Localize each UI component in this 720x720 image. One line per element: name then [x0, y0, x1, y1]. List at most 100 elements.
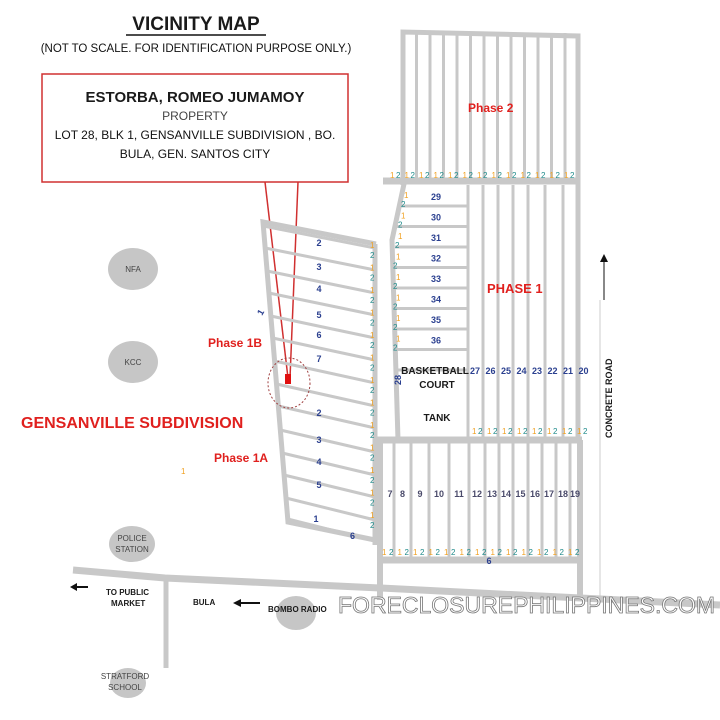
kcc-label: KCC — [125, 358, 142, 367]
marker-1: 1 — [370, 489, 375, 498]
lot-label: 10 — [434, 489, 444, 499]
lot-line — [263, 224, 376, 250]
lot-label: 33 — [431, 274, 441, 284]
bula-label: BULA — [193, 598, 215, 607]
marker-1: 1 — [370, 241, 375, 250]
marker-2: 2 — [467, 548, 472, 557]
marker-1: 1 — [448, 171, 453, 180]
marker-1: 1 — [405, 171, 410, 180]
marker-2: 2 — [575, 548, 580, 557]
lot-label: 9 — [417, 489, 422, 499]
marker-2: 2 — [370, 274, 375, 283]
lot-label: 8 — [400, 489, 405, 499]
marker-1: 1 — [564, 171, 569, 180]
map-title: VICINITY MAP — [132, 14, 260, 35]
marker-2: 2 — [370, 499, 375, 508]
marker-1: 1 — [553, 548, 558, 557]
phase1a-extra-lot: 6 — [350, 531, 355, 541]
marker-1: 1 — [532, 427, 537, 436]
marker-1: 1 — [396, 253, 401, 262]
marker-1: 1 — [522, 548, 527, 557]
court-label: COURT — [419, 380, 455, 391]
marker-1: 1 — [370, 286, 375, 295]
arrow-head-icon — [600, 254, 608, 262]
lot-label: 2 — [316, 408, 321, 418]
callout-pointer — [289, 181, 299, 379]
marker-1: 1 — [506, 171, 511, 180]
lot-label: 20 — [578, 366, 588, 376]
lot-label: 14 — [501, 489, 511, 499]
stratford-label: STRATFORD — [101, 672, 150, 681]
marker-2: 2 — [370, 454, 375, 463]
phase1-col-lines — [481, 185, 565, 440]
marker-1: 1 — [577, 427, 582, 436]
lot-label: 3 — [316, 262, 321, 272]
lot-label: 29 — [431, 192, 441, 202]
marker-2: 2 — [482, 548, 487, 557]
basketball-court-label: BASKETBALL — [401, 366, 469, 377]
arrow-left-icon — [70, 583, 88, 591]
marker-1: 1 — [404, 191, 409, 200]
marker-2: 2 — [389, 548, 394, 557]
lot-label: 21 — [563, 366, 573, 376]
marker-2: 2 — [370, 386, 375, 395]
marker-2: 2 — [498, 548, 503, 557]
lot-label: 7 — [387, 489, 392, 499]
marker-2: 2 — [370, 296, 375, 305]
marker-1: 1 — [521, 171, 526, 180]
marker-1: 1 — [568, 548, 573, 557]
marker-1: 1 — [370, 376, 375, 385]
marker-2: 2 — [393, 323, 398, 332]
marker-1: 1 — [562, 427, 567, 436]
lot-line — [287, 517, 376, 543]
marker-2: 2 — [513, 548, 518, 557]
lot-line — [270, 314, 376, 340]
marker-1: 1 — [502, 427, 507, 436]
bombo-radio-landmark — [276, 596, 316, 630]
marker-2: 2 — [370, 251, 375, 260]
marker-2: 2 — [527, 171, 532, 180]
marker-2: 2 — [553, 427, 558, 436]
marker-2: 2 — [570, 171, 575, 180]
subject-property-marker — [285, 374, 291, 384]
lot-line — [266, 269, 376, 295]
bottom-block — [376, 436, 583, 600]
market-label: MARKET — [111, 599, 145, 608]
lot-line — [276, 382, 376, 408]
marker-1: 1 — [396, 314, 401, 323]
lot-label: 22 — [547, 366, 557, 376]
marker-2: 2 — [436, 548, 441, 557]
lot-label: 34 — [431, 295, 441, 305]
callout-pointer — [264, 181, 289, 379]
stratford-school-landmark — [110, 668, 146, 698]
marker-1: 1 — [396, 335, 401, 344]
subdivision-label: GENSANVILLE SUBDIVISION — [21, 415, 243, 432]
marker-2: 2 — [440, 171, 445, 180]
arrow-left-icon — [233, 599, 260, 607]
phase2-label: Phase 2 — [468, 101, 514, 115]
marker-2: 2 — [393, 344, 398, 353]
marker-2: 2 — [454, 171, 459, 180]
marker-1: 1 — [537, 548, 542, 557]
nfa-landmark — [108, 248, 158, 290]
marker-2: 2 — [395, 241, 400, 250]
lot-label: 6 — [316, 330, 321, 340]
marker-1: 1 — [370, 264, 375, 273]
marker-2: 2 — [541, 171, 546, 180]
phase1ab-row-lines — [263, 224, 376, 543]
lot-label: 32 — [431, 254, 441, 264]
marker-2: 2 — [451, 548, 456, 557]
marker-2: 2 — [420, 548, 425, 557]
marker-2: 2 — [370, 341, 375, 350]
lot-label: 7 — [316, 354, 321, 364]
marker-2: 2 — [393, 262, 398, 271]
owner-name: ESTORBA, ROMEO JUMAMOY — [86, 89, 305, 106]
marker-1: 1 — [370, 511, 375, 520]
marker-2: 2 — [393, 303, 398, 312]
marker-1: 1 — [370, 444, 375, 453]
marker-1: 1 — [492, 171, 497, 180]
marker-2: 2 — [498, 171, 503, 180]
lot-line — [268, 291, 376, 317]
marker-2: 2 — [401, 200, 406, 209]
